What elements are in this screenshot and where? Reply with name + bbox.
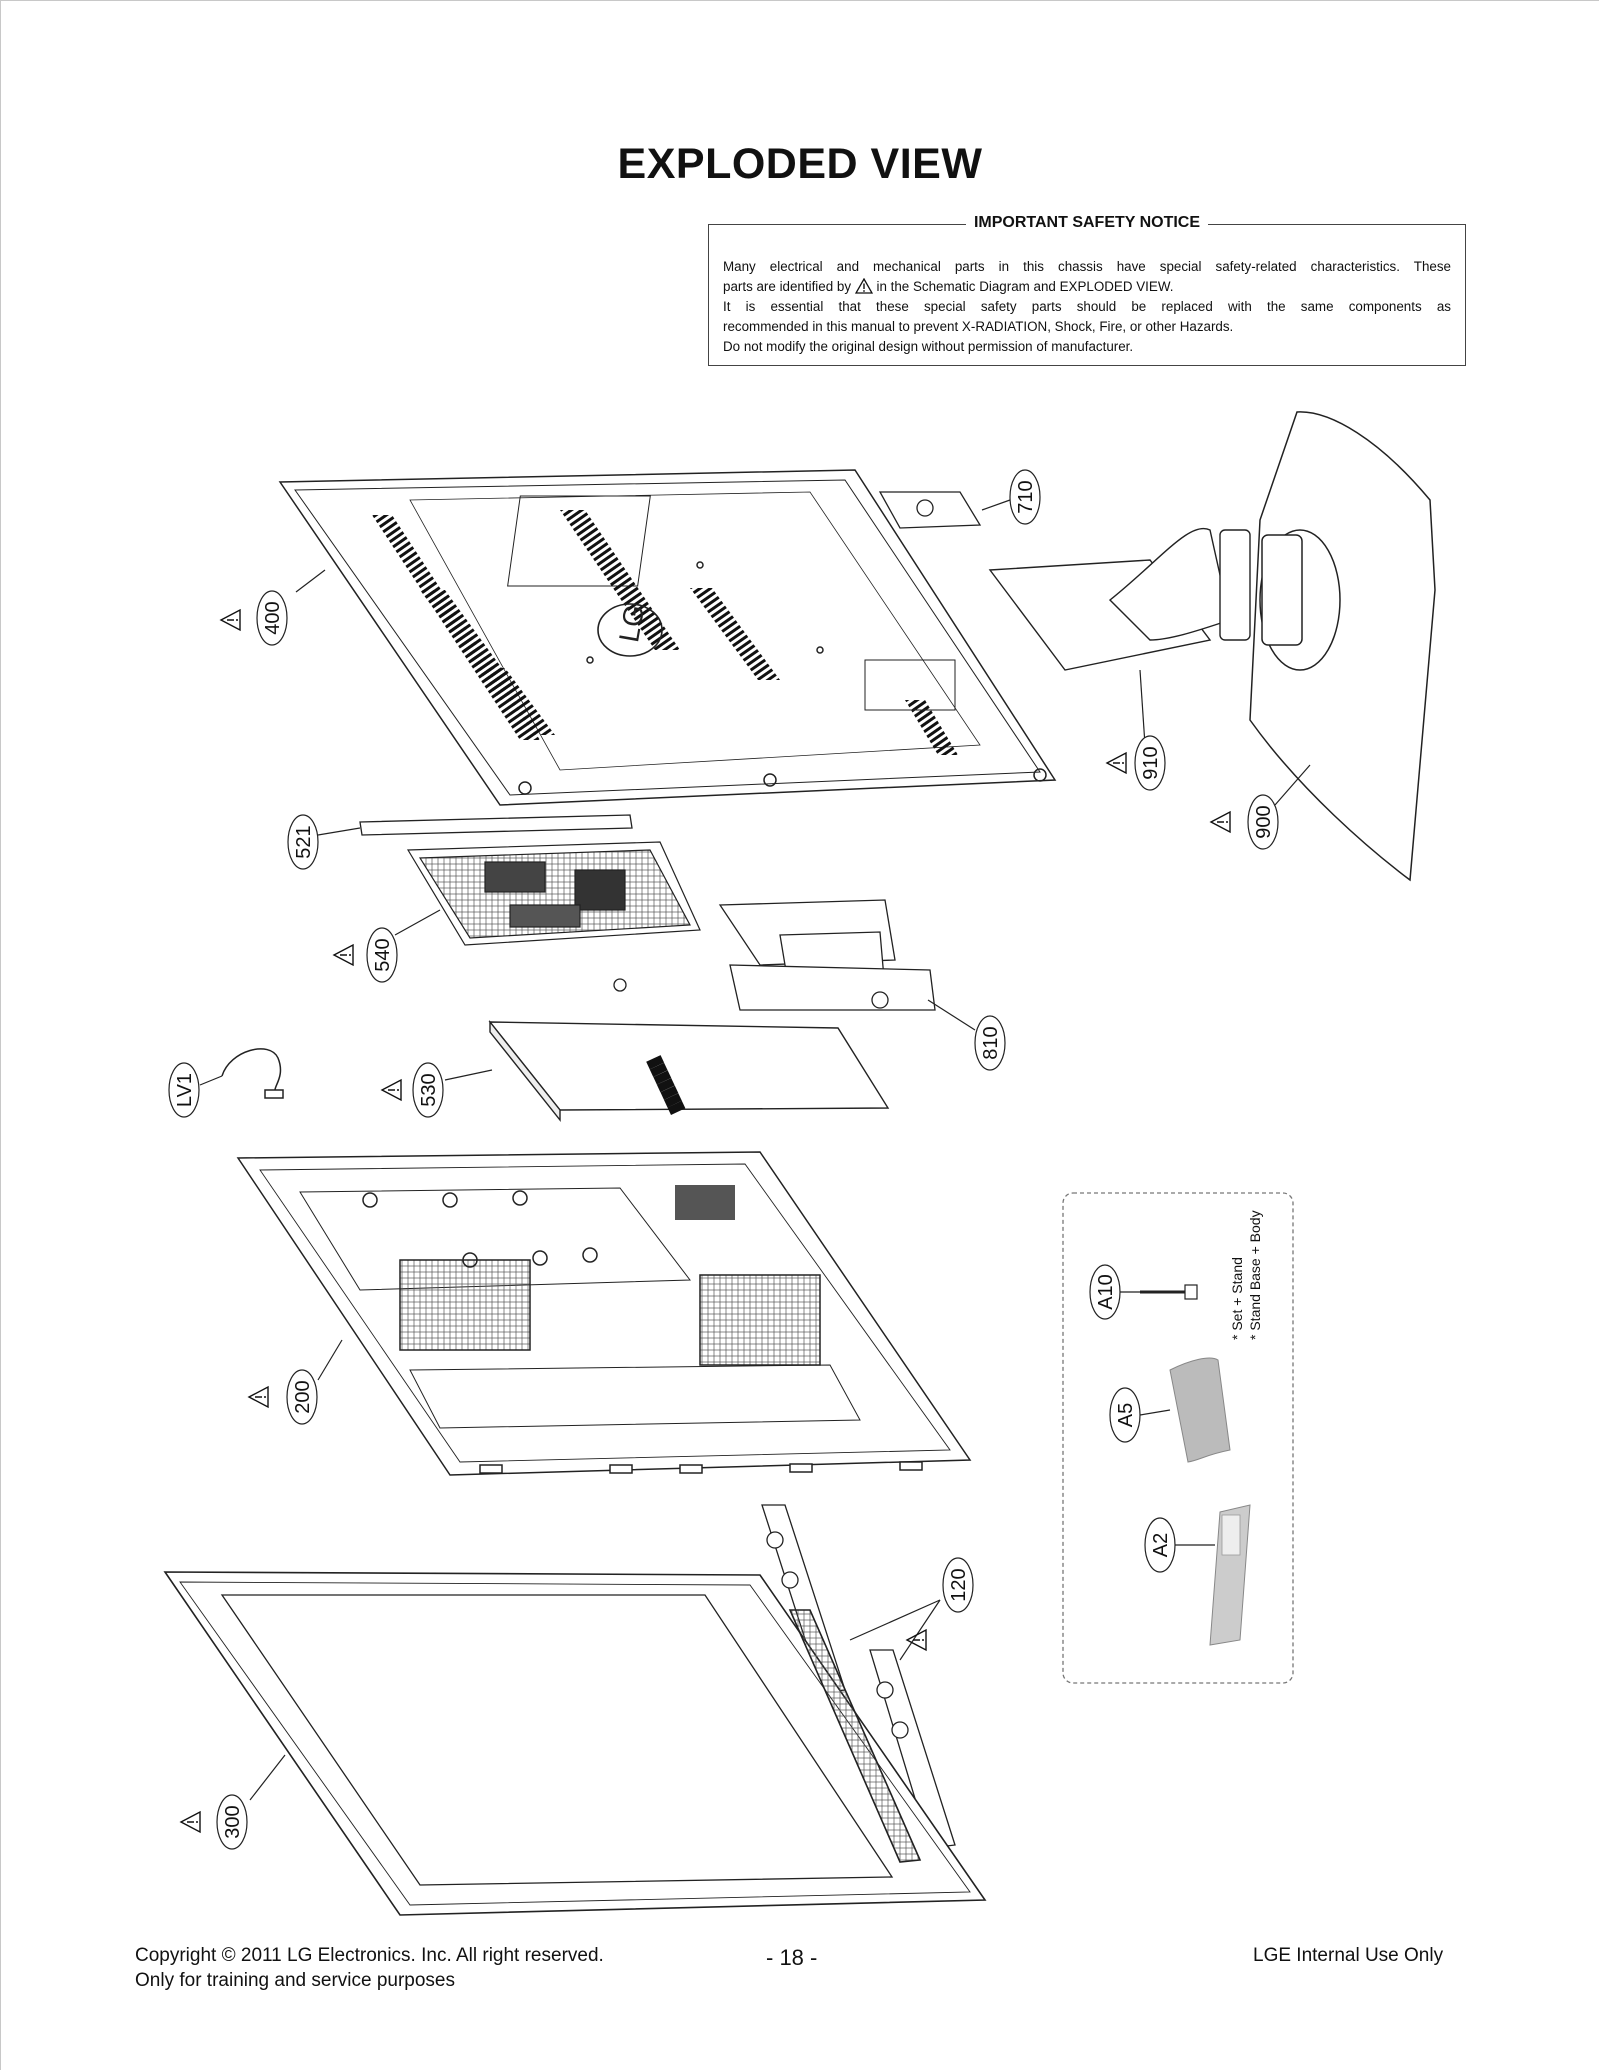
front-bezel-300-part [163,1571,987,1916]
part-120-callout: 120 [849,1557,974,1661]
part-300-callout: 300 [180,1754,286,1850]
accessory-note-line-2: * Stand Base + Body [1247,1210,1263,1340]
part-label-a5: A5 [1115,1403,1137,1427]
part-540-callout: 540 [333,909,441,983]
safety-notice-heading: IMPORTANT SAFETY NOTICE [965,214,1209,231]
part-810-callout: 810 [927,999,1006,1071]
screw-a10-part [1140,1284,1198,1300]
part-lv1-callout: LV1 [168,1062,223,1118]
part-521-callout: 521 [287,814,361,870]
footer-page-number: - 18 - [766,1945,818,1970]
part-400-callout: 400 [220,569,326,646]
part-a5-callout: A5 [1109,1387,1171,1443]
part-label-810: 810 [980,1026,1002,1059]
accessories-box: A10 * Set + Stand * Stand Base + Body A5… [1062,1192,1294,1684]
safety-notice-box: IMPORTANT SAFETY NOTICE Many electrical … [708,214,1466,366]
stand-base-900-part [1249,411,1436,882]
part-label-540: 540 [372,938,394,971]
accessory-note-line-1: * Set + Stand [1229,1257,1245,1340]
cable-lv1-part [221,1048,284,1099]
part-label-300: 300 [222,1805,244,1838]
part-label-900: 900 [1253,805,1275,838]
footer-purpose: Only for training and service purposes [135,1970,455,1991]
part-label-120: 120 [948,1568,970,1601]
notice-line-2a: parts are identified by [723,279,852,294]
part-200-callout: 200 [248,1339,343,1425]
part-a10-callout: A10 [1089,1264,1140,1320]
footer-internal-use: LGE Internal Use Only [1253,1945,1444,1966]
back-cover-part: LG [278,469,1057,806]
part-label-a10: A10 [1095,1274,1117,1310]
notice-line-4: recommended in this manual to prevent X-… [723,319,1234,334]
part-530-callout: 530 [381,1062,493,1118]
notice-line-3: It is essential that these special safet… [723,299,1451,314]
exploded-view-diagram: LG 400 710 910 900 [163,411,1436,1916]
part-label-530: 530 [418,1073,440,1106]
chassis-200-part [236,1151,972,1476]
part-label-a2: A2 [1150,1533,1172,1557]
part-label-200: 200 [292,1380,314,1413]
part-label-910: 910 [1140,746,1162,779]
remote-a2-part [1209,1504,1251,1646]
footer-copyright: Copyright © 2011 LG Electronics. Inc. Al… [135,1945,604,1966]
page-title: EXPLODED VIEW [617,140,983,188]
sheet-a5-part [1169,1357,1231,1463]
part-label-710: 710 [1015,480,1037,513]
notice-line-2b: in the Schematic Diagram and EXPLODED VI… [876,279,1174,294]
shield-530-part: ███████ [488,1019,890,1123]
stand-body-910-part [988,527,1251,671]
warning-triangle-icon [854,278,873,294]
part-710-callout: 710 [981,469,1041,525]
notice-line-2: parts are identified by in the Schematic… [723,277,1451,297]
part-a2-callout: A2 [1144,1517,1215,1573]
svg-text:LG: LG [613,602,650,644]
safety-notice-body: Many electrical and mechanical parts in … [723,257,1451,357]
notice-line-1: Many electrical and mechanical parts in … [723,259,1451,274]
main-board-540-part [406,841,701,946]
part-label-521: 521 [293,825,315,858]
strip-521-part [359,814,633,836]
bracket-810-part [613,899,936,1011]
bracket-710-part [878,491,982,529]
part-label-400: 400 [262,601,284,634]
part-910-callout: 910 [1106,669,1166,791]
part-label-lv1: LV1 [174,1073,196,1107]
part-900-callout: 900 [1210,764,1311,850]
notice-line-5: Do not modify the original design withou… [723,339,1134,354]
